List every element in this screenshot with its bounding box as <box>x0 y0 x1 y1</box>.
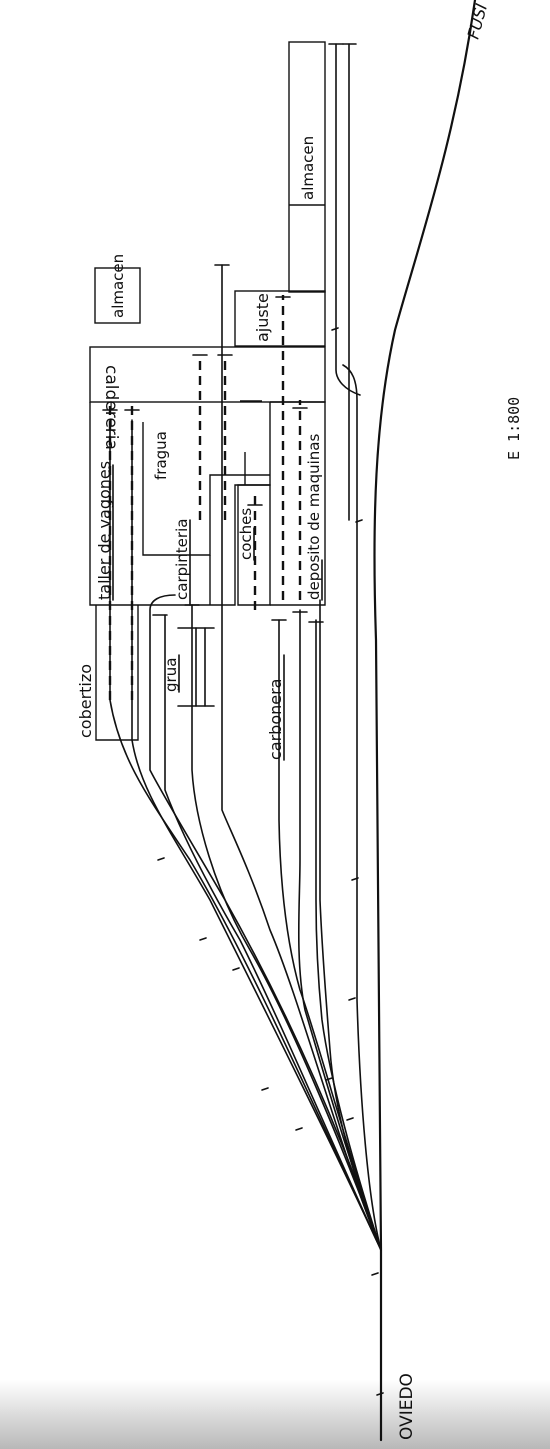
building-deposito <box>270 401 326 606</box>
label-ajuste: ajuste <box>253 293 272 342</box>
label-fusion: FUSI <box>464 1 492 41</box>
building-ajuste <box>234 290 326 347</box>
labels: FUSI almacen almacen ajuste caldereria t… <box>76 1 523 1440</box>
label-oviedo: OVIEDO <box>397 1373 417 1440</box>
building-cobertizo <box>95 605 139 741</box>
building-almacen-large <box>288 41 326 293</box>
label-scale: E 1:800 <box>505 397 523 460</box>
label-taller: taller de vagones <box>95 461 114 600</box>
label-carpinteria: carpinteria <box>173 519 191 600</box>
dashed-tracks <box>108 295 302 700</box>
label-fragua: fragua <box>152 431 170 480</box>
label-cobertizo: cobertizo <box>76 664 95 738</box>
buildings <box>89 41 326 741</box>
label-almacen-large: almacen <box>299 136 317 200</box>
label-coches: coches <box>237 508 255 560</box>
label-caldereria: caldereria <box>101 365 121 450</box>
buffer-stops <box>102 43 357 707</box>
label-grua: grua <box>162 658 180 692</box>
label-deposito: deposito de maquinas <box>305 434 323 600</box>
label-almacen-small: almacen <box>109 254 127 318</box>
scan-edge <box>0 1380 550 1449</box>
main-line <box>373 0 477 1442</box>
label-underlines <box>112 464 323 761</box>
label-carbonera: carbonera <box>266 679 285 761</box>
station-tracks <box>109 43 382 1251</box>
building-almacen-small <box>94 267 141 324</box>
switch-ticks <box>157 327 384 1396</box>
building-caldereria <box>89 346 326 403</box>
building-taller-outline <box>89 402 271 606</box>
